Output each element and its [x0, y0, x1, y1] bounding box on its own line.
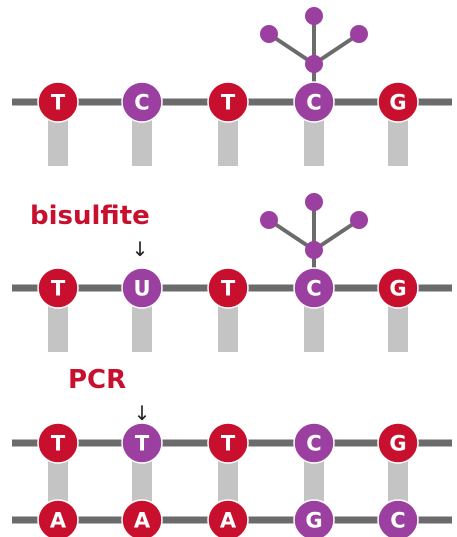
- bases: T C T C G T U T C G T T T C G A A A G C: [37, 81, 419, 537]
- base-bisulfite-2: U: [121, 267, 163, 309]
- base-bisulfite-1: T: [37, 267, 79, 309]
- base-letter: G: [389, 277, 406, 301]
- methyl-dot: [260, 211, 278, 229]
- base-circle: [377, 422, 419, 464]
- base-circle: [377, 267, 419, 309]
- methyl-hub: [305, 241, 323, 259]
- base-letter: C: [306, 91, 321, 115]
- base-circle: [377, 81, 419, 123]
- base-letter: T: [221, 432, 236, 456]
- base-letter: A: [134, 509, 151, 533]
- methyl-branch: [312, 218, 361, 252]
- base-complement-1: A: [37, 499, 79, 537]
- methyl-branch: [267, 32, 316, 66]
- base-original-5: G: [377, 81, 419, 123]
- methyl-groups: [260, 7, 368, 288]
- methyl-dot: [260, 25, 278, 43]
- base-complement-3: A: [207, 499, 249, 537]
- pcr-arrow: ↓: [134, 401, 151, 425]
- methyl-hub: [305, 55, 323, 73]
- base-circle: [293, 81, 335, 123]
- base-circle: [377, 499, 419, 537]
- base-circle: [207, 267, 249, 309]
- base-letter: G: [305, 509, 322, 533]
- base-letter: T: [135, 432, 150, 456]
- base-pcr-2: T: [121, 422, 163, 464]
- base-letter: G: [389, 91, 406, 115]
- base-letter: C: [306, 432, 321, 456]
- base-circle: [121, 81, 163, 123]
- base-circle: [37, 81, 79, 123]
- base-bisulfite-3: T: [207, 267, 249, 309]
- pcr-label: PCR: [68, 365, 126, 395]
- base-pcr-5: G: [377, 422, 419, 464]
- bisulfite-arrow: ↓: [132, 237, 149, 261]
- base-complement-2: A: [121, 499, 163, 537]
- base-complement-4: G: [293, 499, 335, 537]
- methyl-dot: [350, 211, 368, 229]
- methyl-dot: [350, 25, 368, 43]
- base-pcr-4: C: [293, 422, 335, 464]
- base-circle: [121, 422, 163, 464]
- base-letter: A: [50, 509, 67, 533]
- base-circle: [293, 267, 335, 309]
- base-original-4: C: [293, 81, 335, 123]
- base-original-2: C: [121, 81, 163, 123]
- base-circle: [37, 267, 79, 309]
- methyl-branch: [267, 218, 316, 252]
- base-bisulfite-4: C: [293, 267, 335, 309]
- base-letter: T: [221, 91, 236, 115]
- base-letter: T: [51, 432, 66, 456]
- base-letter: U: [133, 277, 150, 301]
- base-circle: [121, 267, 163, 309]
- methyl-dot: [305, 7, 323, 25]
- base-circle: [121, 499, 163, 537]
- base-pcr-1: T: [37, 422, 79, 464]
- base-circle: [293, 499, 335, 537]
- base-letter: C: [390, 509, 405, 533]
- base-letter: T: [51, 91, 66, 115]
- base-letter: C: [134, 91, 149, 115]
- methyl-branch: [312, 32, 361, 66]
- base-letter: C: [306, 277, 321, 301]
- base-letter: A: [220, 509, 237, 533]
- base-circle: [207, 81, 249, 123]
- base-circle: [293, 422, 335, 464]
- base-pcr-3: T: [207, 422, 249, 464]
- base-complement-5: C: [377, 499, 419, 537]
- base-original-3: T: [207, 81, 249, 123]
- methyl-dot: [305, 193, 323, 211]
- base-letter: G: [389, 432, 406, 456]
- base-circle: [207, 422, 249, 464]
- base-circle: [207, 499, 249, 537]
- base-circle: [37, 499, 79, 537]
- base-bisulfite-5: G: [377, 267, 419, 309]
- base-letter: T: [51, 277, 66, 301]
- methyl-group-bisulfite: [260, 193, 368, 288]
- bisulfite-label: bisulfite: [30, 201, 150, 231]
- base-original-1: T: [37, 81, 79, 123]
- base-circle: [37, 422, 79, 464]
- base-letter: T: [221, 277, 236, 301]
